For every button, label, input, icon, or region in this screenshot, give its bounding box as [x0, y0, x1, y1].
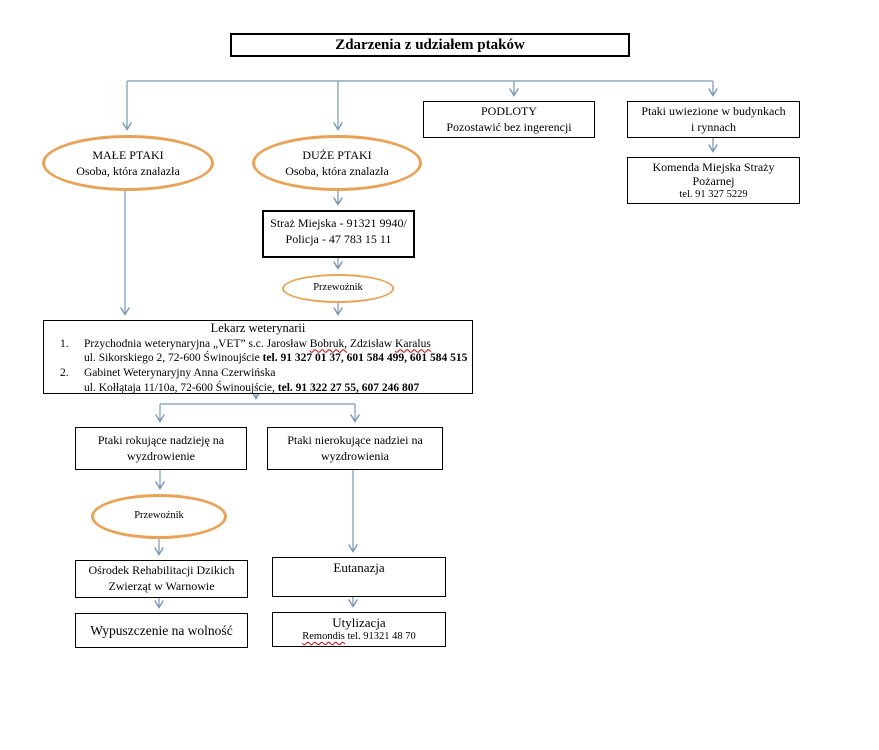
lekarz-item-1-mid: Zdzisław	[347, 337, 396, 350]
node-przewoznik-2-label: Przewoźnik	[134, 510, 184, 522]
node-utylizacja-line2: Remondis tel. 91321 48 70	[273, 631, 445, 644]
lekarz-item-2-body: Gabinet Weterynaryjny Anna Czerwińska ul…	[84, 366, 472, 395]
node-duze-ptaki-line2: Osoba, która znalazła	[285, 164, 389, 178]
node-straz-line2: Policja - 47 783 15 11	[285, 231, 392, 246]
node-nierokujace-line2: wyzdrowienia	[321, 448, 389, 463]
lekarz-item-2-number: 2.	[60, 367, 69, 380]
node-rokujace-line1: Ptaki rokujące nadzieję na	[97, 432, 225, 447]
node-straz-miejska: Straż Miejska - 91321 9940/ Policja - 47…	[262, 210, 415, 258]
node-duze-ptaki-line1: DUŻE PTAKI	[302, 147, 372, 162]
node-osrodek: Ośrodek Rehabilitacji Dzikich Zwierząt w…	[75, 560, 248, 598]
node-rokujace: Ptaki rokujące nadzieję na wyzdrowienie	[75, 427, 247, 470]
lekarz-item-1: 1. Przychodnia weterynaryjna „VET” s.c. …	[44, 337, 472, 366]
node-uwiezione-line2: i rynnach	[691, 119, 736, 134]
utylizacja-phone: tel. 91321 48 70	[344, 631, 416, 642]
lekarz-item-1-number: 1.	[60, 337, 69, 350]
node-eutanazja-label: Eutanazja	[333, 560, 385, 575]
lekarz-item-1-name2: Karalus	[395, 337, 431, 350]
node-uwiezione: Ptaki uwiezione w budynkach i rynnach	[627, 101, 800, 138]
node-komenda: Komenda Miejska Straży Pożarnej tel. 91 …	[627, 157, 800, 204]
node-osrodek-line2: Zwierząt w Warnowie	[108, 579, 215, 593]
node-nierokujace-line1: Ptaki nierokujące nadziei na	[287, 432, 423, 447]
lekarz-item-2-address: ul. Kołłątaja 11/10a, 72-600 Świnoujście…	[84, 381, 278, 394]
lekarz-item-1-name1: Bobruk,	[309, 337, 348, 350]
node-podloty-line2: Pozostawić bez ingerencji	[446, 119, 572, 134]
lekarz-item-1-pre: Przychodnia weterynaryjna „VET” s.c. Jar…	[84, 337, 310, 350]
node-komenda-phone: tel. 91 327 5229	[679, 188, 748, 200]
node-utylizacja: Utylizacja Remondis tel. 91321 48 70	[272, 612, 446, 647]
node-komenda-line1: Komenda Miejska Straży	[652, 159, 775, 174]
node-rokujace-line2: wyzdrowienie	[127, 448, 195, 463]
node-lekarz-weterynarii: Lekarz weterynarii 1. Przychodnia wetery…	[43, 320, 473, 394]
node-podloty: PODLOTY Pozostawić bez ingerencji	[423, 101, 595, 138]
lekarz-item-1-body: Przychodnia weterynaryjna „VET” s.c. Jar…	[84, 337, 472, 366]
node-nierokujace: Ptaki nierokujące nadziei na wyzdrowieni…	[267, 427, 443, 470]
node-wypuszczenie-label: Wypuszczenie na wolność	[90, 622, 233, 638]
lekarz-title: Lekarz weterynarii	[210, 321, 306, 335]
node-przewoznik-2: Przewoźnik	[91, 494, 227, 539]
node-male-ptaki: MAŁE PTAKI Osoba, która znalazła	[42, 135, 214, 191]
node-male-ptaki-line2: Osoba, która znalazła	[76, 164, 180, 178]
node-eutanazja: Eutanazja	[272, 557, 446, 597]
utylizacja-company: Remondis	[302, 631, 345, 642]
lekarz-item-1-phones: tel. 91 327 01 37, 601 584 499, 601 584 …	[262, 352, 468, 365]
node-komenda-line2: Pożarnej	[692, 174, 735, 189]
node-przewoznik-1: Przewoźnik	[282, 274, 394, 303]
lekarz-item-2-phones: tel. 91 322 27 55, 607 246 807	[277, 381, 420, 394]
node-straz-line1: Straż Miejska - 91321 9940/	[270, 216, 407, 230]
diagram-title-label: Zdarzenia z udziałem ptaków	[335, 37, 525, 53]
diagram-title: Zdarzenia z udziałem ptaków	[230, 33, 630, 57]
node-duze-ptaki: DUŻE PTAKI Osoba, która znalazła	[252, 135, 422, 191]
node-utylizacja-line1: Utylizacja	[332, 615, 386, 631]
lekarz-item-2: 2. Gabinet Weterynaryjny Anna Czerwińska…	[44, 366, 472, 395]
node-osrodek-line1: Ośrodek Rehabilitacji Dzikich	[88, 563, 235, 578]
node-wypuszczenie: Wypuszczenie na wolność	[75, 613, 248, 648]
lekarz-item-2-text: Gabinet Weterynaryjny Anna Czerwińska	[84, 367, 276, 380]
lekarz-item-1-address: ul. Sikorskiego 2, 72-600 Świnoujście	[84, 352, 263, 365]
node-przewoznik-1-label: Przewoźnik	[313, 282, 363, 294]
node-male-ptaki-line1: MAŁE PTAKI	[92, 147, 164, 162]
node-podloty-line1: PODLOTY	[481, 103, 537, 118]
node-uwiezione-line1: Ptaki uwiezione w budynkach	[641, 103, 786, 118]
